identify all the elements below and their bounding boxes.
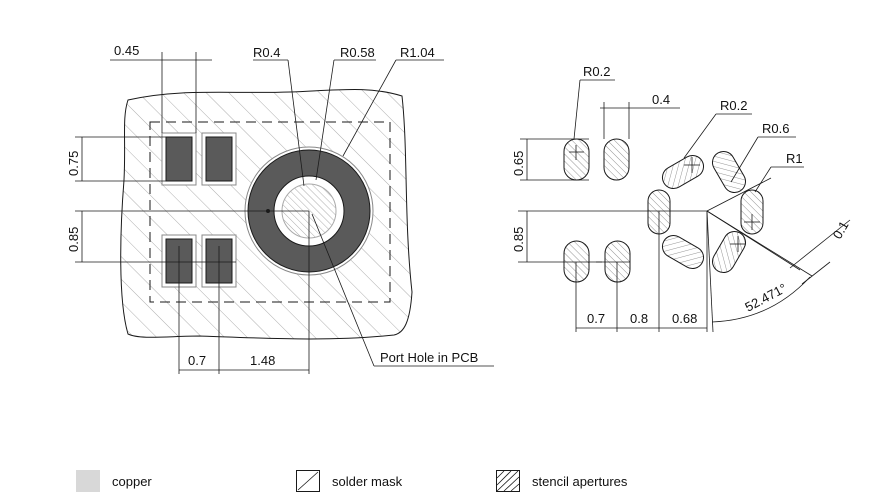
- dim-148: 1.48: [250, 353, 275, 368]
- dim-068: 0.68: [672, 311, 697, 326]
- aperture-ring-upper-left: [661, 155, 705, 189]
- aperture-upper-2: [603, 138, 630, 181]
- legend-solder-mask-label: solder mask: [332, 473, 403, 489]
- aperture-ring-lower-right: [712, 230, 746, 274]
- dim-08: 0.8: [630, 311, 648, 326]
- radius-r02-top: R0.2: [583, 64, 610, 79]
- pad-upper-left: [165, 136, 193, 182]
- aperture-ring-right: [740, 189, 764, 235]
- solder-mask-swatch: [296, 470, 320, 492]
- aperture-ring-upper-right: [712, 150, 746, 194]
- aperture-lower-1: [563, 240, 590, 283]
- legend-stencil-label: stencil apertures: [532, 473, 628, 489]
- aperture-upper-1: [563, 138, 590, 181]
- radius-r1: R1: [786, 151, 803, 166]
- aperture-lower-2: [604, 240, 631, 283]
- pad-upper-right: [205, 136, 233, 182]
- dim-04: 0.4: [652, 92, 670, 107]
- copper-swatch: [76, 470, 100, 492]
- aperture-ring-lower-left: [661, 235, 705, 269]
- port-hole-label: Port Hole in PCB: [380, 350, 478, 365]
- legend-solder-mask: solder mask: [296, 470, 402, 492]
- radius-r058: R0.58: [340, 45, 375, 60]
- dim-085-right: 0.85: [511, 227, 526, 252]
- legend-copper: copper: [76, 470, 152, 492]
- radius-r04: R0.4: [253, 45, 280, 60]
- radius-r02-ring: R0.2: [720, 98, 747, 113]
- dim-045: 0.45: [114, 43, 139, 58]
- left-footprint: 0.45 0.75 0.85 0.7 1.48 R0.4 R0.58 R1.04…: [66, 43, 494, 374]
- legend-stencil: stencil apertures: [496, 470, 627, 492]
- radius-r06: R0.6: [762, 121, 789, 136]
- radius-r104: R1.04: [400, 45, 435, 60]
- dim-075: 0.75: [66, 151, 81, 176]
- legend-copper-label: copper: [112, 473, 152, 489]
- dim-07: 0.7: [188, 353, 206, 368]
- dim-065: 0.65: [511, 151, 526, 176]
- solder-mask-outline: [149, 121, 391, 303]
- stencil-swatch: [496, 470, 520, 492]
- angle-arc: [711, 276, 811, 323]
- right-stencil: 0.4 R0.2 R0.2 R0.6 R1 0.65 0.85 0.7 0.8 …: [511, 64, 852, 333]
- dim-085: 0.85: [66, 227, 81, 252]
- dim-07-right: 0.7: [587, 311, 605, 326]
